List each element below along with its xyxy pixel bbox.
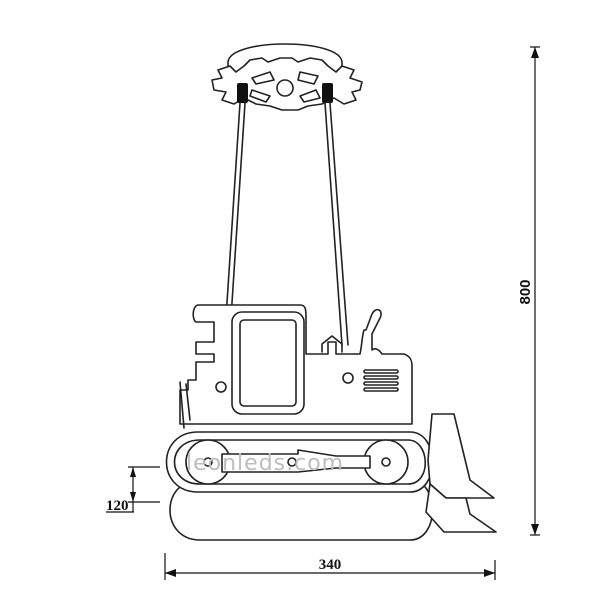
bulldozer-body xyxy=(179,304,413,429)
front-blade xyxy=(425,413,497,533)
dimension-width: 340 xyxy=(164,553,496,580)
ceiling-gear-canopy xyxy=(211,43,363,111)
dimension-track-height: 120 xyxy=(106,466,160,514)
track-assembly xyxy=(165,431,434,541)
watermark: leonleds.com xyxy=(186,451,344,476)
height-label: 800 xyxy=(517,279,534,304)
track-height-label: 120 xyxy=(106,498,129,514)
engine-vent-grille xyxy=(363,369,399,392)
width-label: 340 xyxy=(319,557,342,573)
suspension-wires xyxy=(225,102,349,346)
cabin-window-outer xyxy=(231,311,305,415)
right-cord-grip xyxy=(322,83,333,103)
cabin-window-inner xyxy=(239,319,297,407)
left-cord-grip xyxy=(237,83,248,103)
dimension-height: 800 xyxy=(517,46,540,536)
